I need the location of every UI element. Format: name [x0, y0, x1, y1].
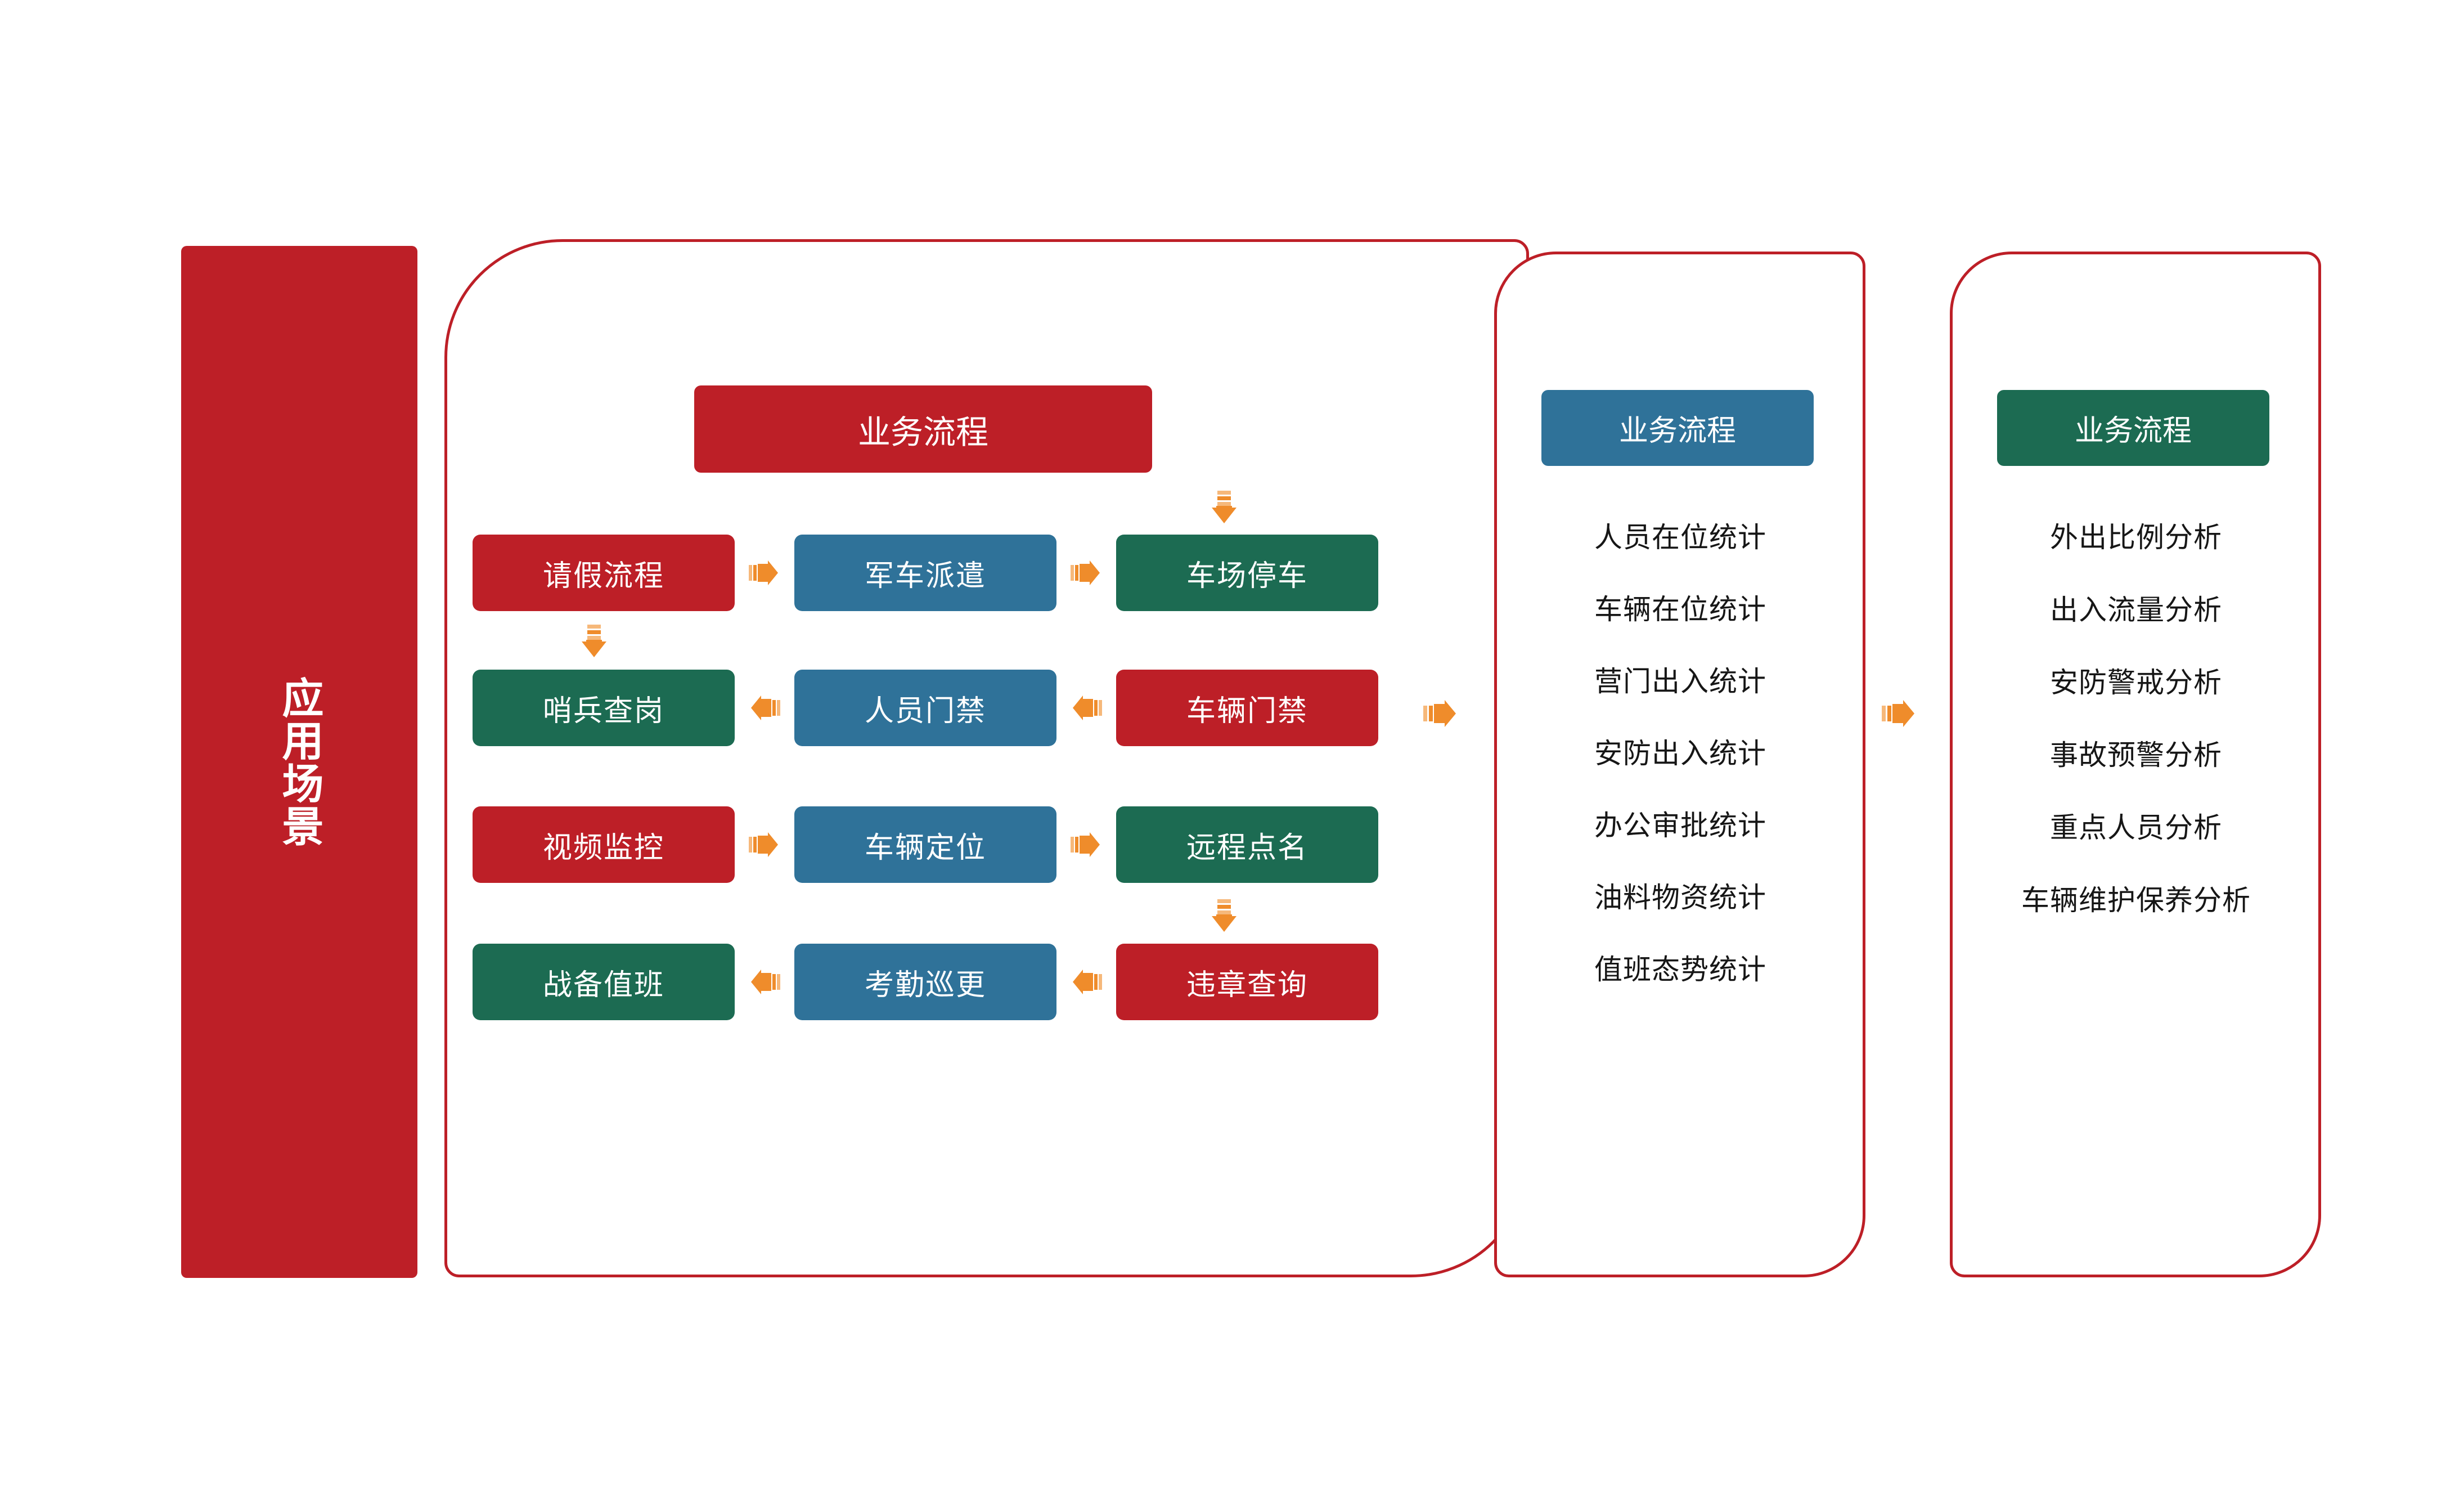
main-panel-header-label: 业务流程	[857, 414, 988, 451]
flow-box-label: 考勤巡更	[864, 968, 986, 1002]
arrow-left-icon	[1071, 693, 1102, 723]
flow-box[interactable]: 战备值班	[473, 944, 735, 1020]
analysis-panel-header: 业务流程	[1997, 390, 2269, 466]
flow-gap	[735, 535, 794, 611]
flow-box[interactable]: 人员门禁	[794, 670, 1056, 746]
flow-box-label: 车场停车	[1186, 559, 1308, 593]
list-item: 事故预警分析	[2050, 739, 2222, 771]
arrow-down-icon	[579, 625, 609, 670]
arrow-right-icon	[1423, 698, 1458, 729]
flow-row: 请假流程 军车派遣	[473, 535, 1480, 611]
flow-box-label: 军车派遣	[864, 559, 986, 593]
list-item: 安防出入统计	[1594, 738, 1766, 769]
flow-gap	[735, 806, 794, 883]
flow-gap	[735, 670, 794, 746]
flow-box[interactable]: 车辆定位	[794, 806, 1056, 883]
list-item: 营门出入统计	[1594, 666, 1766, 697]
flow-box-label: 远程点名	[1186, 831, 1308, 864]
flow-box[interactable]: 请假流程	[473, 535, 735, 611]
flow-box-label: 请假流程	[542, 559, 664, 593]
flow-box[interactable]: 考勤巡更	[794, 944, 1056, 1020]
analysis-list: 外出比例分析 出入流量分析 安防警戒分析 事故预警分析 重点人员分析 车辆维护保…	[1959, 523, 2313, 959]
process-flow-grid: 请假流程 军车派遣	[473, 491, 1480, 1035]
arrow-right-icon	[1071, 830, 1102, 859]
statistics-panel-header-label: 业务流程	[1618, 415, 1736, 447]
flow-box[interactable]: 车辆门禁	[1116, 670, 1378, 746]
arrow-right-icon	[1882, 698, 1917, 729]
arrow-down-icon	[1209, 491, 1239, 536]
flow-row: 战备值班 考勤巡更	[473, 944, 1480, 1020]
arrow-left-icon	[749, 693, 780, 723]
flow-box[interactable]: 远程点名	[1116, 806, 1378, 883]
flow-row: 视频监控 车辆定位	[473, 806, 1480, 883]
statistics-panel-header: 业务流程	[1541, 390, 1814, 466]
list-item: 出入流量分析	[2050, 594, 2222, 626]
flow-box-label: 视频监控	[542, 831, 664, 864]
flow-gap	[1056, 535, 1116, 611]
flow-box-label: 车辆定位	[864, 831, 986, 864]
flow-box-label: 哨兵查岗	[542, 694, 664, 728]
list-item: 人员在位统计	[1594, 522, 1766, 553]
arrow-left-icon	[1071, 967, 1102, 997]
flow-box-label: 战备值班	[542, 968, 664, 1002]
flow-gap	[1056, 944, 1116, 1020]
main-panel-header: 业务流程	[694, 385, 1152, 473]
flow-box-label: 车辆门禁	[1186, 694, 1308, 728]
flow-box-label: 违章查询	[1186, 968, 1308, 1002]
list-item: 油料物资统计	[1594, 882, 1766, 913]
list-item: 安防警戒分析	[2050, 667, 2222, 698]
arrow-left-icon	[749, 967, 780, 997]
flow-box-label: 人员门禁	[864, 694, 986, 728]
list-item: 重点人员分析	[2050, 812, 2222, 844]
application-scenario-banner: 应用场景	[181, 246, 417, 1278]
list-item: 外出比例分析	[2050, 522, 2222, 553]
flow-box[interactable]: 视频监控	[473, 806, 735, 883]
arrow-right-icon	[749, 558, 780, 587]
arrow-right-icon	[1071, 558, 1102, 587]
application-scenario-label: 应用场景	[276, 676, 323, 847]
list-item: 办公审批统计	[1594, 810, 1766, 841]
analysis-panel-header-label: 业务流程	[2074, 415, 2192, 447]
statistics-list: 人员在位统计 车辆在位统计 营门出入统计 安防出入统计 办公审批统计 油料物资统…	[1503, 523, 1858, 1028]
list-item: 车辆在位统计	[1594, 594, 1766, 625]
flow-box[interactable]: 军车派遣	[794, 535, 1056, 611]
flow-row: 哨兵查岗 人员门禁	[473, 670, 1480, 746]
list-item: 值班态势统计	[1594, 954, 1766, 985]
list-item: 车辆维护保养分析	[2021, 885, 2251, 916]
arrow-down-icon	[1209, 899, 1239, 944]
flow-gap	[1056, 806, 1116, 883]
flow-gap	[735, 944, 794, 1020]
arrow-right-icon	[749, 830, 780, 859]
flow-box[interactable]: 违章查询	[1116, 944, 1378, 1020]
flow-box[interactable]: 车场停车	[1116, 535, 1378, 611]
flow-box[interactable]: 哨兵查岗	[473, 670, 735, 746]
flow-gap	[1056, 670, 1116, 746]
